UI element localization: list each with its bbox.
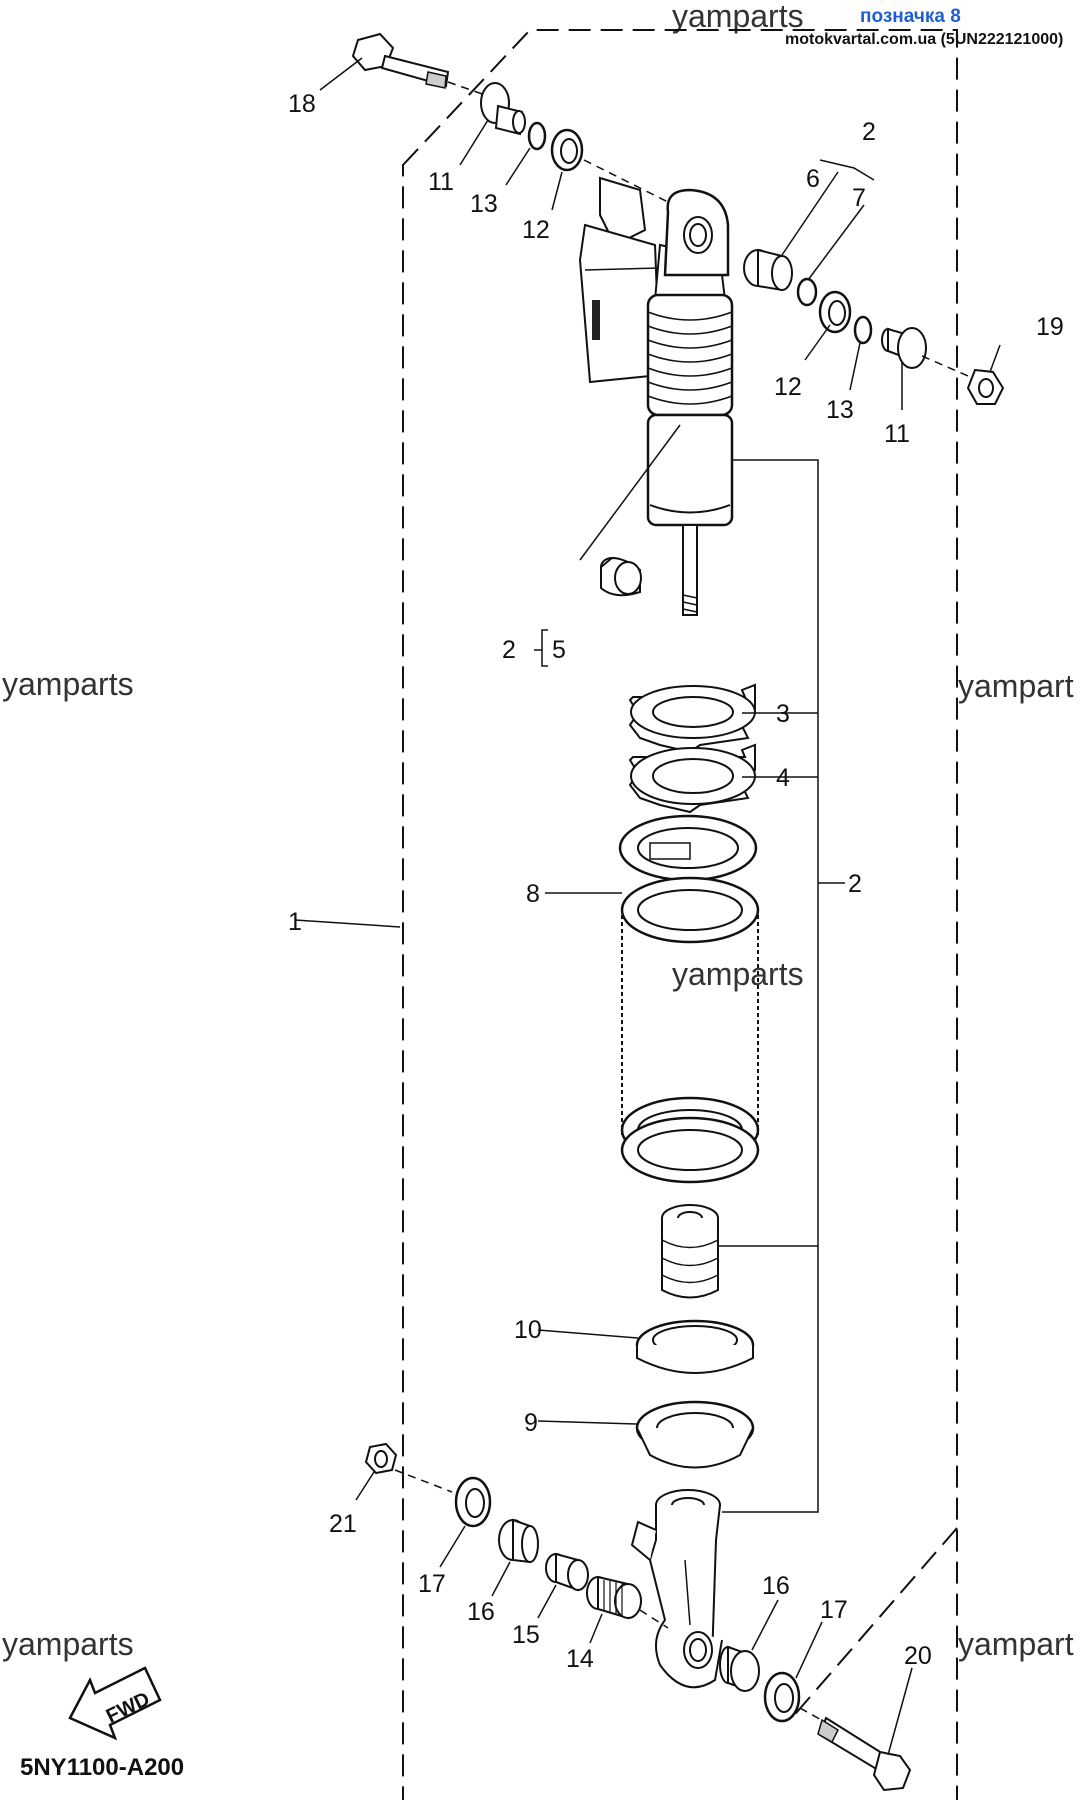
watermark-right: yampart (958, 668, 1074, 704)
seal-17-left (454, 1476, 492, 1528)
callout-4: 4 (776, 764, 790, 792)
oring-13-right (853, 315, 873, 345)
callout-10: 10 (514, 1316, 542, 1344)
nut-21 (364, 1442, 398, 1475)
spring-top (618, 814, 758, 882)
boundary-diagonal (789, 1527, 958, 1721)
cap-5 (600, 556, 642, 597)
watermark-bottom-left: yamparts (2, 1626, 134, 1662)
callout-8: 8 (526, 880, 540, 908)
callout-2-top: 2 (862, 118, 876, 146)
leader-lines (294, 57, 1001, 1756)
collar-11-top (480, 82, 526, 136)
callout-9: 9 (524, 1409, 538, 1437)
callout-1: 1 (288, 908, 302, 936)
callout-11-right: 11 (884, 420, 910, 448)
shock-body (646, 188, 734, 616)
callout-15: 15 (512, 1621, 540, 1649)
callout-16-right: 16 (762, 1572, 790, 1600)
callout-14: 14 (566, 1645, 594, 1673)
seal-12-top (550, 128, 584, 172)
reservoir (578, 176, 662, 384)
bolt-18 (351, 32, 450, 89)
callout-2-side: 2 (848, 870, 862, 898)
diagram-code: 5NY1100-A200 (20, 1754, 184, 1781)
header-label: позначка 8 (860, 6, 961, 27)
locknut-4 (628, 743, 756, 814)
callout-7: 7 (852, 184, 866, 212)
seal-17-right (763, 1671, 801, 1723)
circlip-7 (796, 277, 818, 307)
callout-12-right: 12 (774, 373, 802, 401)
callout-18: 18 (288, 90, 316, 118)
collar-16-right (719, 1645, 760, 1692)
seat-10 (635, 1319, 755, 1374)
bolt-20 (817, 1716, 912, 1792)
fwd-arrow-icon: FWD (68, 1666, 162, 1741)
watermark-center: yamparts (672, 956, 804, 992)
callout-13-top: 13 (470, 190, 498, 218)
callout-11-top: 11 (428, 168, 454, 196)
callout-17-left: 17 (418, 1570, 446, 1598)
callout-2-small: 2 (502, 636, 516, 664)
collar-16-left (498, 1518, 539, 1564)
spring-8 (620, 876, 760, 1184)
bearing-14 (586, 1575, 642, 1620)
assembly-boundary (402, 29, 958, 1805)
callout-21: 21 (329, 1510, 357, 1538)
bump-stop (661, 1204, 719, 1299)
spacer-15 (545, 1552, 589, 1592)
callout-3: 3 (776, 700, 790, 728)
callout-5: 5 (552, 636, 566, 664)
callout-6: 6 (806, 165, 820, 193)
nut-19 (966, 368, 1005, 405)
watermark-top: yamparts (672, 0, 804, 34)
oring-13-top (527, 121, 547, 151)
adjuster-ring-3 (628, 683, 756, 754)
collar-11-right (881, 327, 927, 369)
callout-20: 20 (904, 1642, 932, 1670)
callout-13-right: 13 (826, 396, 854, 424)
header-source: motokvartal.com.ua (5UN222121000) (785, 31, 1063, 48)
callout-16-left: 16 (467, 1598, 495, 1626)
seal-12-right (818, 290, 852, 334)
lower-clevis (630, 1489, 723, 1689)
watermark-left: yamparts (2, 666, 134, 702)
callout-17-right: 17 (820, 1596, 848, 1624)
bushing-6 (743, 248, 793, 292)
callout-19: 19 (1036, 313, 1064, 341)
watermark-bottom-right: yampart (958, 1626, 1074, 1662)
seat-9 (635, 1400, 755, 1469)
callout-12-top: 12 (522, 216, 550, 244)
